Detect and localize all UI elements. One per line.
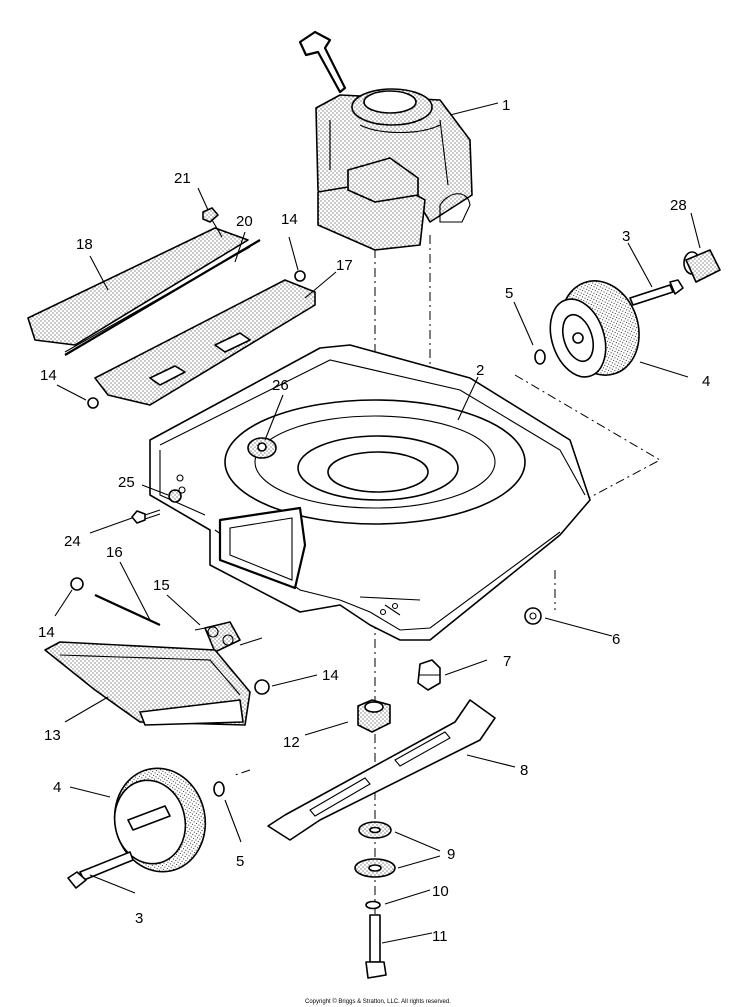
callout-label: 11 — [432, 928, 448, 945]
rear-deflector-part — [44, 641, 251, 726]
bushing-part — [247, 437, 277, 459]
callout-label: 14 — [38, 624, 55, 641]
hinge-bracket-part — [94, 279, 316, 406]
washer-parts — [354, 821, 396, 878]
callout-label: 14 — [40, 367, 57, 384]
deck-part — [149, 344, 591, 641]
engine-part — [298, 30, 473, 251]
callout-label: 5 — [505, 285, 513, 302]
spring-part — [194, 621, 263, 653]
callout-label: 17 — [336, 257, 353, 274]
callout-label: 13 — [44, 727, 61, 744]
callout-label: 25 — [118, 474, 135, 491]
copyright-text: Copyright © Briggs & Stratton, LLC. All … — [305, 998, 451, 1005]
rod-and-screw-parts — [64, 207, 261, 356]
callout-label: 3 — [622, 228, 630, 245]
callout-label: 4 — [53, 779, 61, 796]
callout-label: 18 — [76, 236, 93, 253]
callout-label: 4 — [702, 373, 710, 390]
callout-label: 16 — [106, 544, 123, 561]
wheel-right-part — [534, 280, 640, 378]
nut-right-part — [524, 607, 542, 625]
callout-label: 24 — [64, 533, 81, 550]
hinge-rod-part — [94, 594, 161, 626]
callout-label: 12 — [283, 734, 300, 751]
blade-adapter-part — [357, 699, 391, 733]
callout-label: 5 — [236, 853, 244, 870]
callout-label: 26 — [272, 377, 289, 394]
callout-label: 14 — [322, 667, 339, 684]
leader-lines — [54, 102, 701, 944]
callout-label: 3 — [135, 910, 143, 927]
callout-label: 7 — [503, 653, 511, 670]
nut-parts — [70, 270, 306, 695]
callout-label: 20 — [236, 213, 253, 230]
blade-bolt-part — [417, 659, 441, 691]
wheel-left-part — [67, 767, 225, 889]
callout-label: 14 — [281, 211, 298, 228]
callout-label: 1 — [502, 97, 510, 114]
callout-label: 10 — [432, 883, 449, 900]
callout-label: 15 — [153, 577, 170, 594]
axle-bolt-right-part — [629, 279, 684, 306]
callout-label: 2 — [476, 362, 484, 379]
callout-labels: 1 2 3 3 4 4 5 5 6 7 8 9 10 11 12 13 14 1… — [38, 97, 710, 945]
cap-part — [683, 249, 721, 283]
callout-label: 8 — [520, 762, 528, 779]
callout-label: 9 — [447, 846, 455, 863]
bolt-parts-left — [131, 489, 182, 524]
blade-bolt-bottom-parts — [365, 900, 387, 979]
callout-label: 28 — [670, 197, 687, 214]
blade-part — [267, 699, 496, 841]
callout-label: 6 — [612, 631, 620, 648]
callout-label: 21 — [174, 170, 191, 187]
